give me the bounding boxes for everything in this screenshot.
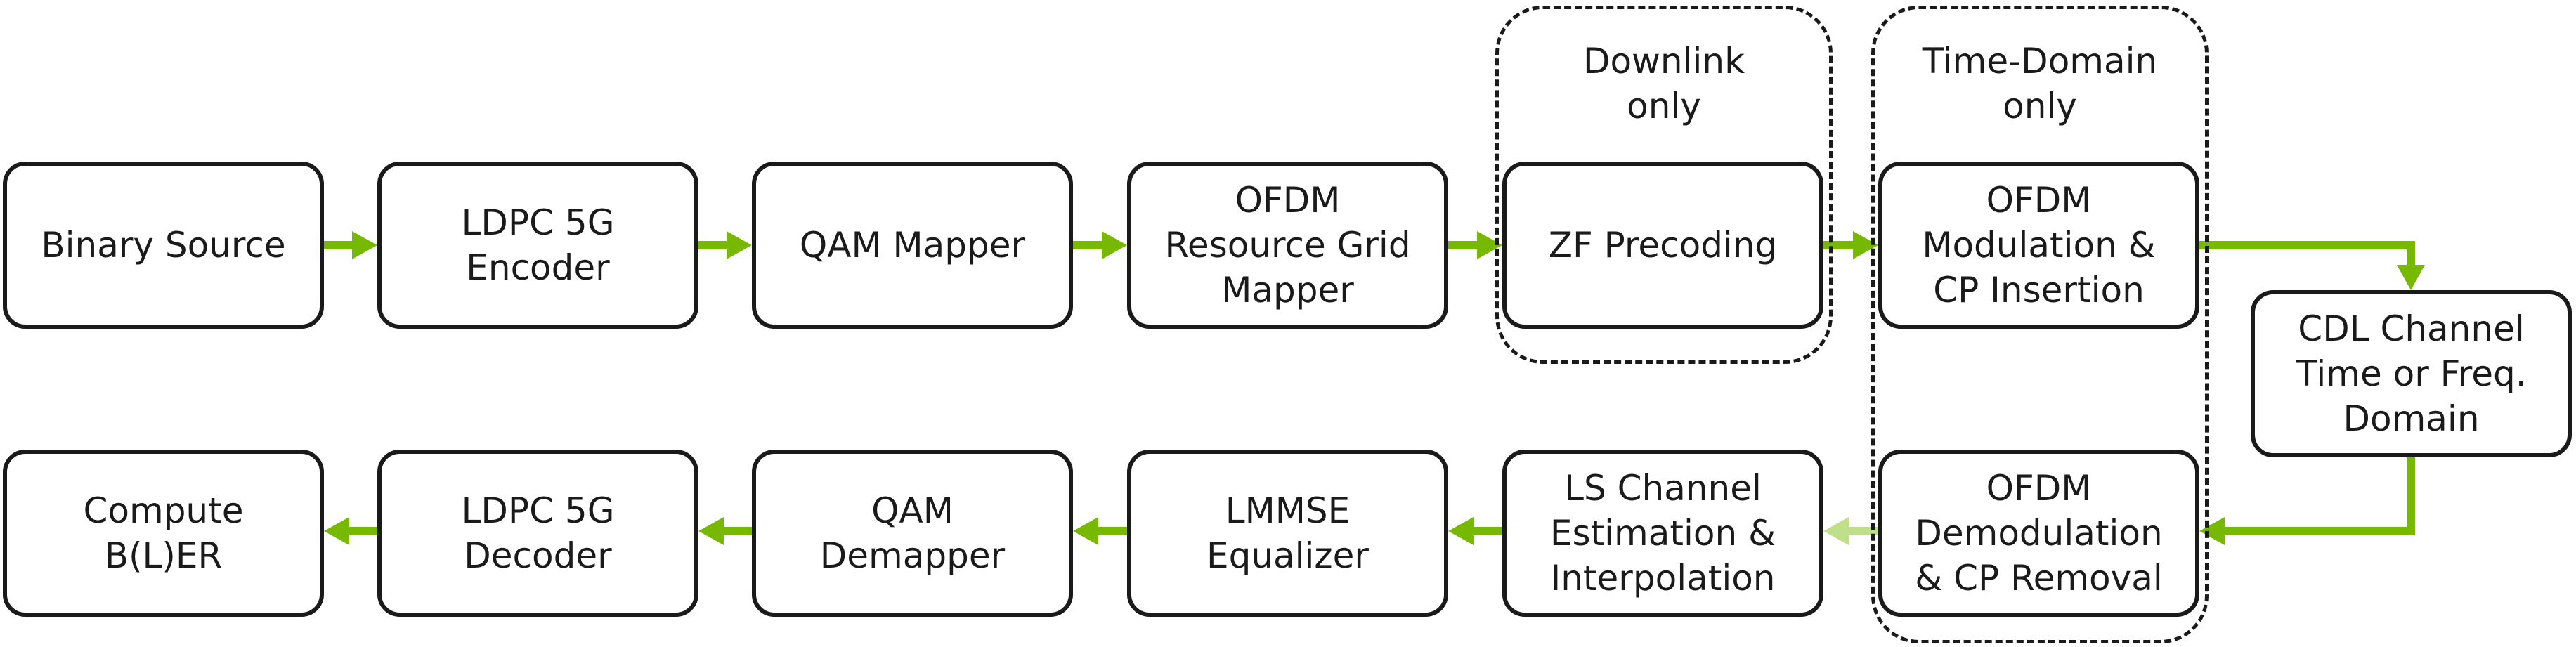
ldpc-encoder-block: LDPC 5G Encoder [377,162,698,329]
arrow-head [324,517,349,545]
arrow-mapper-to-rg-mapper [1073,231,1127,259]
ofdm-modulation-block: OFDM Modulation & CP Insertion [1878,162,2199,329]
arrow-head [1448,517,1474,545]
cdl-channel-block: CDL Channel Time or Freq. Domain [2251,290,2572,457]
arrow-demodulation-to-ls [1823,517,1878,545]
arrow-encoder-to-mapper [698,231,752,259]
arrow-head [698,517,724,545]
ldpc-decoder-block: LDPC 5G Decoder [377,450,698,617]
zf-precoding-block: ZF Precoding [1502,162,1823,329]
arrow-head [727,231,752,259]
arrow-shaft [2199,241,2415,265]
time-domain-only-group [1871,6,2209,643]
time-domain-only-label: Time-Domain only [1922,41,2158,126]
arrow-ls-to-equalizer [1448,517,1502,545]
resource-grid-mapper-block: OFDM Resource Grid Mapper [1127,162,1448,329]
arrow-head [1477,231,1502,259]
arrow-rg-mapper-to-precoding [1448,231,1502,259]
arrow-head [2397,265,2425,290]
qam-demapper-block: QAM Demapper [752,450,1073,617]
binary-source-block: Binary Source [3,162,324,329]
arrow-shaft [2225,457,2415,535]
arrow-decoder-to-bler [324,517,377,545]
arrow-head [2199,517,2225,545]
arrow-modulation-to-channel [2199,241,2425,290]
arrow-head [1853,231,1878,259]
arrow-head [352,231,377,259]
arrow-channel-to-demodulation [2199,457,2415,545]
arrow-head [1823,517,1849,545]
arrow-demapper-to-decoder [698,517,752,545]
lmmse-equalizer-block: LMMSE Equalizer [1127,450,1448,617]
ofdm-demodulation-block: OFDM Demodulation & CP Removal [1878,450,2199,617]
arrow-head [1073,517,1098,545]
arrow-precoding-to-modulation [1823,231,1878,259]
arrow-equalizer-to-demapper [1073,517,1127,545]
qam-mapper-block: QAM Mapper [752,162,1073,329]
arrow-source-to-encoder [324,231,377,259]
compute-bler-block: Compute B(L)ER [3,450,324,617]
downlink-only-label: Downlink only [1582,41,1745,126]
ls-channel-estimation-block: LS Channel Estimation & Interpolation [1502,450,1823,617]
arrow-head [1102,231,1127,259]
downlink-only-group [1495,6,1833,364]
